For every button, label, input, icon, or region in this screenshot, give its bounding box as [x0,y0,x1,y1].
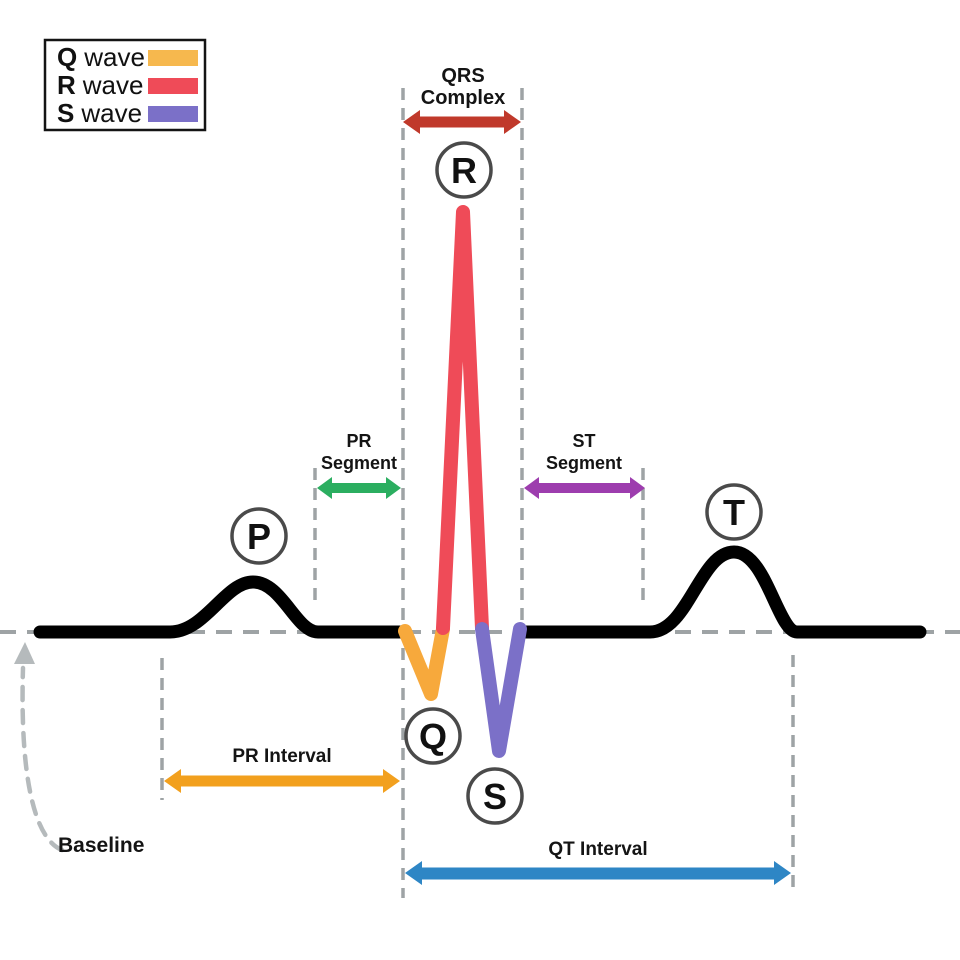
legend-letter-q: Q [57,42,77,72]
qrs-complex-label-line1: QRS [441,65,484,87]
pr-segment-arrow-icon [317,477,401,499]
st-segment-label-line2: Segment [546,453,622,473]
qrs-complex-label-line2: Complex [421,87,505,109]
st-segment-label-line1: ST [572,431,595,451]
qt-interval-arrow-icon [405,861,791,885]
st-segment-arrow-icon [524,477,645,499]
legend-swatch-s [148,106,198,122]
legend-swatch-q [148,50,198,66]
legend-word-r: wave [82,70,144,100]
q-wave-letter: Q [419,716,447,757]
p-wave-letter: P [247,516,271,557]
p-wave-circle-icon [230,507,288,565]
s-wave-badge: S [466,767,524,825]
r-wave-letter: R [451,150,477,191]
t-wave-letter: T [723,492,745,533]
qrs-complex-arrow-icon [403,110,521,134]
q-wave-circle-icon [404,707,462,765]
legend-word-q: wave [83,42,145,72]
r-wave-badge: R [435,141,493,199]
r-wave-circle-icon [435,141,493,199]
qt-interval-label: QT Interval [548,839,647,860]
t-wave-badge: T [705,483,763,541]
legend-word-s: wave [80,98,142,128]
t-wave-circle-icon [705,483,763,541]
legend-letter-r: R [57,70,76,100]
ecg-trace-right-with-t-wave [514,545,927,639]
q-wave-trace [398,622,450,701]
ecg-trace-left-with-p-wave [33,575,411,639]
s-wave-letter: S [483,776,507,817]
s-wave-trace [475,622,527,758]
pr-interval-arrow-icon [164,769,400,793]
s-wave-circle-icon [466,767,524,825]
pr-segment-label-line1: PR [346,431,371,451]
legend-swatch-r [148,78,198,94]
r-wave-trace [436,205,489,635]
pr-interval-label: PR Interval [232,746,331,767]
pr-segment-label-line2: Segment [321,453,397,473]
q-wave-badge: Q [404,707,462,765]
baseline-pointer-arrowhead-icon [14,642,35,664]
baseline-label: Baseline [58,834,144,857]
baseline-pointer-arrow [20,665,65,853]
p-wave-badge: P [230,507,288,565]
legend-letter-s: S [57,98,74,128]
